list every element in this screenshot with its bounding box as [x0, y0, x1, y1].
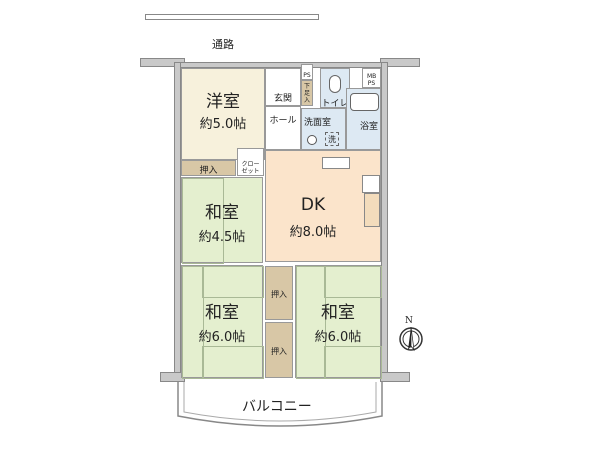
washroom: 洗面室 洗 — [301, 108, 346, 150]
compass-icon — [399, 326, 423, 352]
room-dk: DK 約8.0帖 — [265, 150, 381, 262]
tatami-mat — [202, 346, 264, 379]
toilet: トイレ — [320, 68, 350, 109]
wall-left — [174, 62, 181, 382]
hall-label: ホール — [269, 116, 297, 126]
tatami-mat — [324, 266, 382, 298]
room-size: 約8.0帖 — [289, 225, 337, 240]
room-name: 洋室 — [206, 92, 240, 112]
tatami-mat — [182, 178, 224, 264]
room-name: 和室 — [205, 303, 239, 323]
washroom-label: 洗面室 — [304, 118, 332, 128]
tatami-mat — [202, 266, 264, 298]
room-size: 約6.0帖 — [198, 330, 246, 345]
room-washitsu-4-5: 和室 約4.5帖 — [181, 177, 263, 264]
oshiire-label: 押入 — [199, 166, 218, 176]
ps-label: PS — [303, 72, 311, 79]
room-size: 約6.0帖 — [314, 330, 362, 345]
washer-spot: 洗 — [325, 132, 339, 146]
shoe-box: 下足入 — [301, 80, 313, 106]
room-washitsu-6-left: 和室 約6.0帖 — [181, 265, 264, 379]
stove — [362, 175, 380, 193]
closet-label: クローゼット — [241, 161, 260, 175]
tatami-mat — [296, 266, 326, 379]
oshiire-western: 押入 — [181, 160, 236, 176]
entrance: 玄関 — [265, 68, 301, 106]
entrance-label: 玄関 — [273, 94, 292, 104]
tatami-mat — [182, 266, 204, 379]
oshiire-label: 押入 — [271, 290, 287, 299]
closet: クローゼット — [237, 148, 264, 176]
room-name: DK — [300, 195, 326, 215]
toilet-icon — [329, 75, 341, 93]
wall-right — [381, 62, 388, 382]
tatami-mat — [324, 346, 382, 379]
room-size: 約4.5帖 — [198, 230, 246, 245]
mbps: MB PS — [362, 68, 381, 88]
counter — [322, 157, 350, 169]
oshiire-upper: 押入 — [265, 266, 293, 320]
corridor-line — [145, 14, 319, 20]
bathtub-icon — [350, 93, 379, 111]
shoe-box-label: 下足入 — [303, 83, 310, 104]
room-western: 洋室 約5.0帖 — [181, 68, 265, 160]
room-washitsu-6-right: 和室 約6.0帖 — [295, 265, 382, 379]
room-size: 約5.0帖 — [199, 117, 247, 132]
compass-north-label: N — [405, 316, 413, 326]
bath-label: 浴室 — [359, 122, 378, 132]
corridor-label: 通路 — [212, 38, 234, 51]
ps: PS — [301, 64, 313, 80]
kitchen-counter — [364, 193, 380, 227]
balcony-label: バルコニー — [242, 399, 312, 415]
room-name: 和室 — [321, 303, 355, 323]
oshiire-lower: 押入 — [265, 322, 293, 378]
oshiire-label: 押入 — [271, 347, 287, 356]
sink-icon — [307, 135, 317, 145]
bathroom: 浴室 — [346, 88, 381, 150]
room-name: 和室 — [205, 203, 239, 223]
hall: ホール — [265, 106, 301, 150]
balcony-outline — [177, 382, 383, 427]
toilet-label: トイレ — [321, 99, 349, 109]
mbps-label: MB PS — [367, 73, 377, 87]
